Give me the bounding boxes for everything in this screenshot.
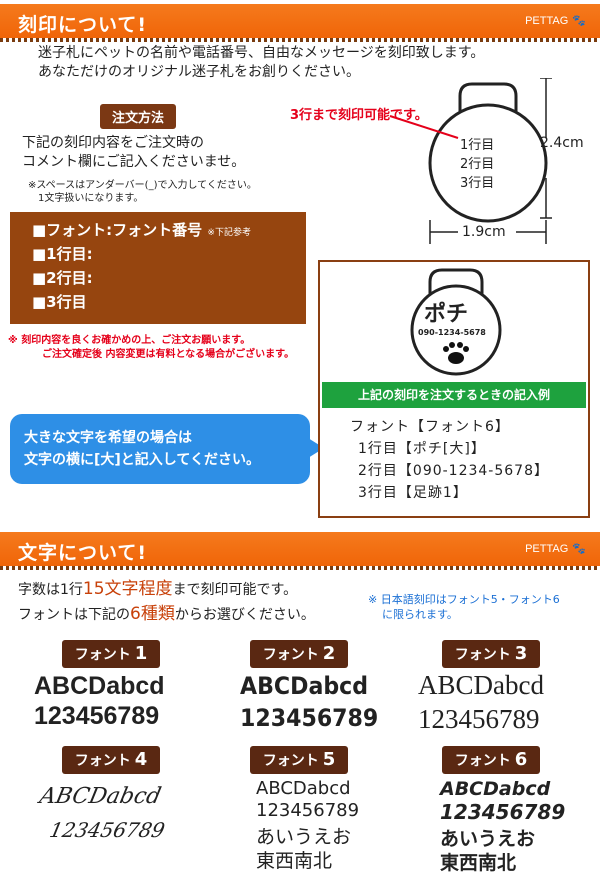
- order-method-badge: 注文方法: [100, 104, 177, 129]
- form-line-2: ■2行目:: [32, 269, 93, 287]
- font-5-sample-kana: あいうえお: [256, 826, 352, 848]
- example-line-2: 1行目【ポチ[大]】: [358, 441, 486, 457]
- example-line-4: 3行目【足跡1】: [358, 485, 468, 501]
- intro-line-2: あなただけのオリジナル迷子札をお創りください。: [38, 64, 360, 80]
- example-label-bar: 上記の刻印を注文するときの記入例: [322, 382, 586, 408]
- font-6-sample-alpha: ABCDabcd: [440, 778, 551, 800]
- intro-line-1: 迷子札にペットの名前や電話番号、自由なメッセージを刻印致します。: [38, 45, 485, 61]
- char-limit-line: 字数は1行15文字程度まで刻印可能です。: [18, 579, 298, 599]
- example-tag-illustration: [410, 268, 502, 376]
- section1-title: 刻印について!: [18, 14, 148, 36]
- brand-label-2: PETTAG🐾: [525, 543, 586, 555]
- tag-width-label: 1.9cm: [462, 224, 506, 240]
- tag-height-label: 2.4cm: [540, 135, 584, 151]
- tag-lines: 1行目 2行目 3行目: [460, 136, 494, 193]
- font-1-sample-num: 123456789: [34, 702, 160, 730]
- form-line-3: ■3行目: [32, 293, 87, 311]
- font-5-sample-kanji: 東西南北: [256, 850, 333, 872]
- font-3-sample-num: 123456789: [418, 704, 540, 734]
- font-4-sample-num: 123456789: [47, 818, 168, 842]
- order-text-1: 下記の刻印内容をご注文時の: [22, 135, 204, 151]
- paw-icon: 🐾: [572, 15, 586, 27]
- font-1-sample-alpha: ABCDabcd: [34, 672, 165, 700]
- example-lines: フォント【フォント6】 1行目【ポチ[大]】 2行目【090-1234-5678…: [350, 416, 549, 504]
- section2-title: 文字について!: [18, 542, 148, 564]
- section1-header: 刻印について! PETTAG🐾: [0, 4, 600, 42]
- order-example-box: ポチ 090-1234-5678 上記の刻印を注文するときの記入例 フォント【フ…: [318, 260, 590, 518]
- tag-line-2: 2行目: [460, 157, 495, 172]
- order-note-2: 1文字扱いになります。: [38, 193, 144, 204]
- font-6-sample-kanji: 東西南北: [440, 852, 517, 874]
- tag-line-3: 3行目: [460, 176, 495, 191]
- warning-line-1: ※ 刻印内容を良くお確かめの上、ご注文お願います。: [8, 335, 251, 346]
- bubble-line-1: 大きな文字を希望の場合は: [24, 430, 192, 446]
- section2-header: 文字について! PETTAG🐾: [0, 532, 600, 570]
- form-font-line: ■フォント:フォント番号 ※下記参考: [32, 221, 251, 239]
- brand-label: PETTAG🐾: [525, 15, 586, 27]
- paw-print-icon: [443, 342, 469, 364]
- order-note-1: ※スペースはアンダーバー(_)で入力してください。: [28, 180, 257, 191]
- japanese-note: ※ 日本語刻印はフォント5・フォント6 に限られます。: [368, 593, 560, 621]
- order-form-box: ■フォント:フォント番号 ※下記参考 ■1行目: ■2行目: ■3行目: [10, 212, 306, 324]
- font-2-sample-alpha: ABCDabcd: [240, 672, 369, 700]
- tag-size-diagram: [389, 78, 552, 244]
- tag-caption: 3行まで刻印可能です。: [290, 108, 428, 123]
- font-5-sample-alpha: ABCDabcd: [256, 778, 351, 799]
- font-6-sample-num: 123456789: [440, 800, 566, 824]
- font-3-sample-alpha: ABCDabcd: [418, 670, 544, 700]
- font-5-sample-num: 123456789: [256, 800, 360, 821]
- font-2-sample-num: 123456789: [240, 704, 379, 732]
- paw-icon-2: 🐾: [572, 543, 586, 555]
- font-count-line: フォントは下記の6種類からお選びください。: [18, 604, 315, 624]
- font-6-sample-kana: あいうえお: [440, 828, 536, 850]
- large-text-bubble: 大きな文字を希望の場合は 文字の横に[大]と記入してください。: [10, 414, 324, 484]
- font-4-sample-alpha: ABCDabcd: [37, 784, 164, 809]
- bubble-line-2: 文字の横に[大]と記入してください。: [24, 452, 260, 468]
- form-line-1: ■1行目:: [32, 245, 93, 263]
- example-line-3: 2行目【090-1234-5678】: [358, 463, 549, 479]
- example-tag-phone: 090-1234-5678: [418, 328, 486, 337]
- order-text-2: コメント欄にご記入くださいませ。: [22, 154, 246, 170]
- example-tag-name: ポチ: [424, 302, 469, 327]
- example-line-1: フォント【フォント6】: [350, 419, 510, 435]
- warning-line-2: ご注文確定後 内容変更は有料となる場合がございます。: [42, 349, 295, 360]
- tag-line-1: 1行目: [460, 138, 495, 153]
